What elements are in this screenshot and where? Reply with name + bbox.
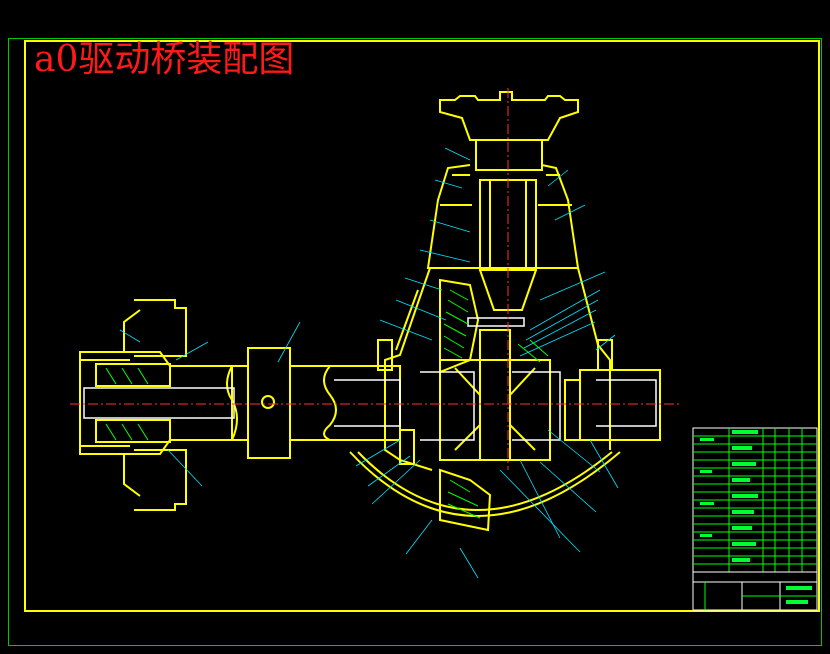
brake-drum-bottom xyxy=(134,449,187,511)
outer-frame xyxy=(8,38,822,646)
centerline-layer xyxy=(70,88,680,470)
wheel-hub xyxy=(79,351,233,455)
pinion-housing xyxy=(426,164,580,269)
title-block-fill xyxy=(700,430,812,604)
brake-drum-top xyxy=(134,299,187,357)
lower-bowl xyxy=(349,451,621,517)
hatch-layer xyxy=(105,289,549,519)
carrier-housing xyxy=(384,267,611,471)
hub-boss xyxy=(247,347,291,459)
ring-gear xyxy=(439,278,480,374)
differential-case xyxy=(439,359,551,461)
left-axle-tube xyxy=(330,365,401,441)
top-flange xyxy=(439,91,579,141)
title-block xyxy=(692,427,818,611)
flange-neck xyxy=(475,139,543,171)
outline-layer xyxy=(79,91,661,532)
drawing-title: a0驱动桥装配图 xyxy=(34,39,295,80)
cross-shaft xyxy=(479,329,511,461)
section-layer xyxy=(83,317,657,441)
inner-frame xyxy=(24,40,820,612)
leader-layer xyxy=(119,147,619,579)
